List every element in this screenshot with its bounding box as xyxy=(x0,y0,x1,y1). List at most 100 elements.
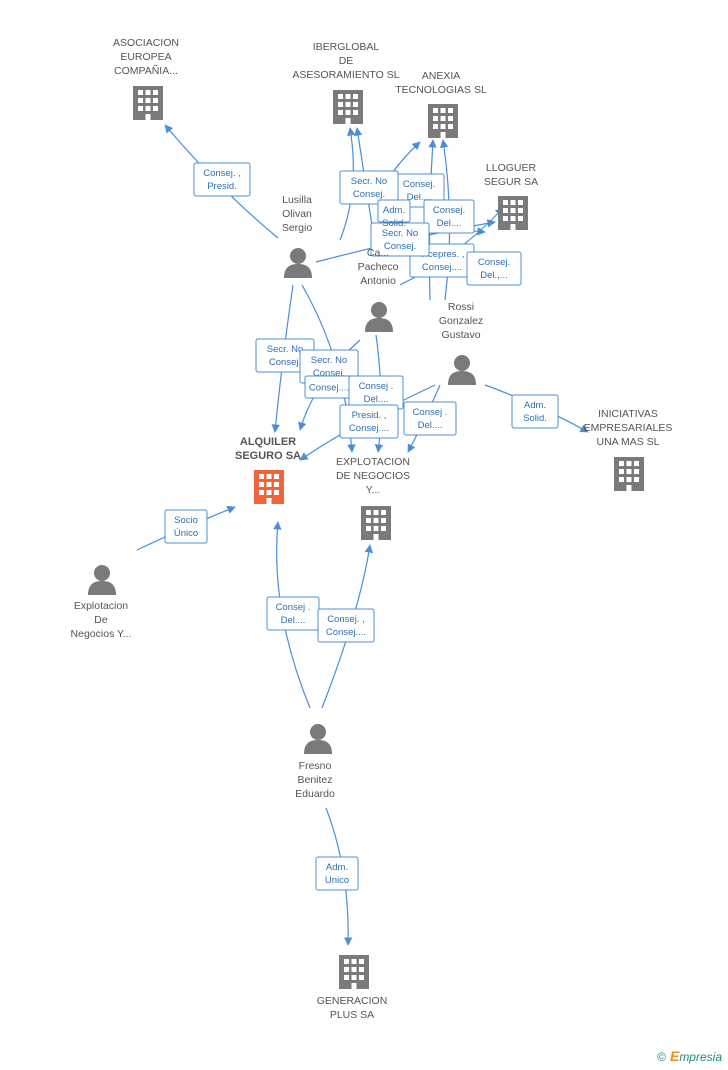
role-label[interactable]: Consej .Del.... xyxy=(348,375,404,410)
building-icon xyxy=(498,196,528,230)
node-label-line: DE NEGOCIOS xyxy=(336,470,410,482)
role-text: Secr. No xyxy=(267,344,303,355)
node-label-line: ANEXIA xyxy=(422,70,461,82)
role-text: Consej. xyxy=(353,189,385,200)
building-icon xyxy=(614,457,644,491)
node-label-line: Gustavo xyxy=(441,329,480,341)
brand-initial: E xyxy=(669,1048,680,1064)
role-label[interactable]: Secr. No Consej. xyxy=(370,222,430,257)
node-lloguer[interactable]: LLOGUER SEGUR SA xyxy=(484,162,538,230)
role-label[interactable]: Adm.Solid. xyxy=(511,394,559,429)
node-label-line: ASESORAMIENTO SL xyxy=(292,69,399,81)
role-box xyxy=(164,509,208,544)
node-label-line: Eduardo xyxy=(295,788,335,800)
role-text: Secr. No xyxy=(382,228,418,239)
role-text: Único xyxy=(174,528,198,539)
role-text: Unico xyxy=(325,875,349,886)
node-label-line: Benitez xyxy=(297,774,332,786)
person-icon xyxy=(304,724,332,754)
node-label-line: SEGURO SA xyxy=(235,450,301,462)
role-label[interactable]: Adm.Unico xyxy=(315,856,359,891)
role-text: Solid. xyxy=(382,218,406,229)
node-label-line: Negocios Y... xyxy=(71,628,132,640)
role-text: Consej. xyxy=(384,241,416,252)
node-asociacion[interactable]: ASOCIACIONEUROPEACOMPAÑIA... xyxy=(113,37,179,120)
role-text: Del.,... xyxy=(480,270,507,281)
role-label[interactable]: Adm.Solid. xyxy=(377,199,411,229)
role-text: Consej. xyxy=(313,368,345,379)
role-label[interactable]: Consej . Del.... xyxy=(403,401,457,436)
role-text: Presid. , xyxy=(352,410,387,421)
role-text: Del.... xyxy=(407,192,432,203)
role-label[interactable]: Consej. ,Presid. xyxy=(193,162,251,197)
node-label-line: ASOCIACION xyxy=(113,37,179,49)
role-box xyxy=(317,608,375,643)
role-text: Consej. xyxy=(269,357,301,368)
role-label[interactable]: Consej. Del.... xyxy=(393,173,445,208)
node-label-line: Sergio xyxy=(282,222,313,234)
node-label-line: SEGUR SA xyxy=(484,176,538,188)
role-box xyxy=(339,170,399,205)
role-label[interactable]: Secr. No Consej. xyxy=(299,349,359,384)
role-text: Consej. xyxy=(403,179,435,190)
role-box xyxy=(511,394,559,429)
person-icon xyxy=(284,248,312,278)
role-label[interactable]: Secr. No Consej. xyxy=(339,170,399,205)
node-label-line: PLUS SA xyxy=(330,1009,374,1021)
node-label-line: LLOGUER xyxy=(486,162,537,174)
role-box xyxy=(315,856,359,891)
role-box xyxy=(370,222,430,257)
node-alquiler[interactable]: ALQUILER SEGURO SA xyxy=(235,436,301,504)
role-text: Del.... xyxy=(418,420,443,431)
node-label-line: ALQUILER xyxy=(240,436,296,448)
nodes: ASOCIACIONEUROPEACOMPAÑIA...IBERGLOBALDE… xyxy=(71,37,673,1021)
role-box xyxy=(377,199,411,223)
node-label-line: Explotacion xyxy=(74,600,128,612)
role-label[interactable]: Consej. ,Consej.... xyxy=(317,608,375,643)
role-label[interactable]: Consej.... xyxy=(304,375,354,399)
role-text: Consej.... xyxy=(349,423,389,434)
building-icon xyxy=(361,506,391,540)
role-box xyxy=(466,251,522,286)
role-label[interactable]: Presid. , Consej.... xyxy=(339,404,399,439)
role-text: Secr. No xyxy=(311,355,347,366)
role-text: Consej . xyxy=(413,407,448,418)
role-text: Consej.... xyxy=(309,383,349,394)
node-label-line: Olivan xyxy=(282,208,312,220)
brand-name: mpresia xyxy=(679,1050,722,1064)
role-text: Del.... xyxy=(437,218,462,229)
role-text: Consej. , xyxy=(327,614,365,625)
footer-brand[interactable]: ©Empresia xyxy=(657,1048,722,1064)
node-label-line: DE xyxy=(339,55,354,67)
role-box xyxy=(339,404,399,439)
role-text: Presid. xyxy=(207,181,237,192)
node-label-line: Fresno xyxy=(299,760,332,772)
role-text: Del.... xyxy=(364,394,389,405)
node-label-line: EUROPEA xyxy=(120,51,171,63)
node-label-line: IBERGLOBAL xyxy=(313,41,380,53)
role-text: Secr. No xyxy=(351,176,387,187)
role-text: Adm. xyxy=(524,400,546,411)
role-label[interactable]: Consej .Del.... xyxy=(266,596,320,631)
role-text: Consej. xyxy=(478,257,510,268)
role-label[interactable]: Consej. Del.,... xyxy=(466,251,522,286)
node-iberglobal[interactable]: IBERGLOBAL DE ASESORAMIENTO SL xyxy=(292,41,400,124)
role-text: Vicepres. , xyxy=(420,249,465,260)
role-text: Consej.... xyxy=(422,262,462,273)
role-text: Socio xyxy=(174,515,198,526)
role-box xyxy=(193,162,251,197)
role-label[interactable]: Consej.Del.... xyxy=(423,199,475,234)
node-label-line: UNA MAS SL xyxy=(596,436,659,448)
node-label-line: EMPRESARIALES xyxy=(584,422,673,434)
